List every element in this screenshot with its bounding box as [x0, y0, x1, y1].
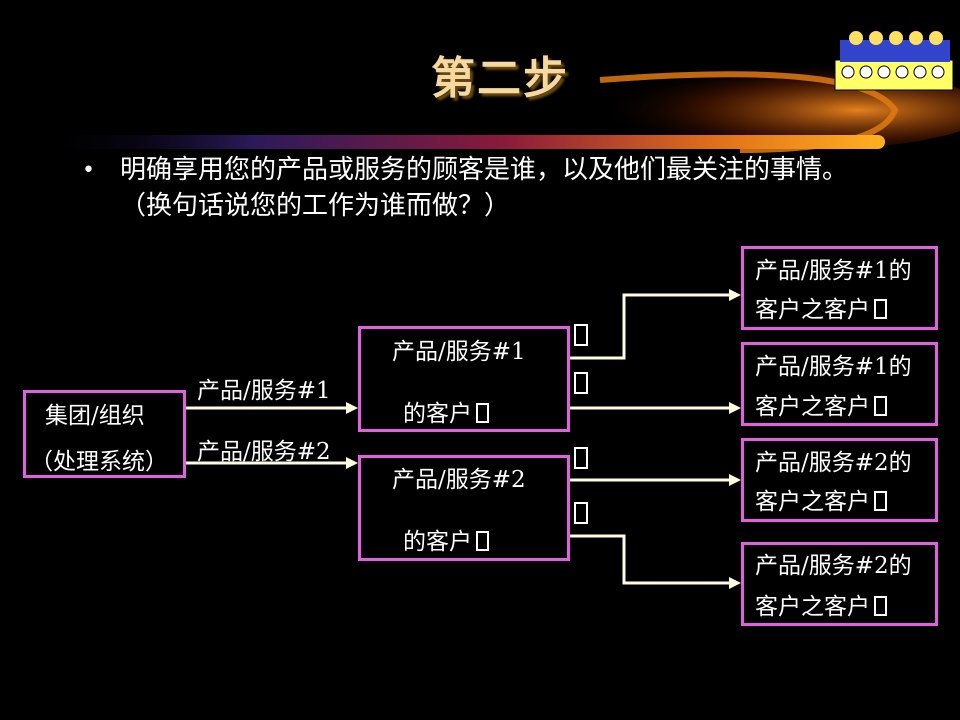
- arrowheads: [346, 289, 741, 589]
- end-customer-box-2: [741, 342, 938, 426]
- customer1-box: [358, 326, 570, 432]
- slide-title: 第二步: [431, 53, 569, 104]
- square-glyph-icon: [476, 403, 489, 423]
- end-customer-box-1: [741, 246, 938, 330]
- end-customer-4-label: 产品/服务#2的: [755, 553, 912, 579]
- square-glyph-icon: [574, 447, 588, 469]
- customer2-label: 产品/服务#2: [392, 467, 526, 493]
- end-customer-2-label: 产品/服务#1的: [755, 354, 912, 380]
- bullet-text: 明确享用您的产品或服务的顾客是谁，以及他们最关注的事情。（换句话说您的工作为谁而…: [120, 155, 849, 221]
- square-glyph-icon: [874, 299, 887, 319]
- connectors: [186, 293, 733, 585]
- end-customer-4-sublabel: 客户之客户: [755, 587, 887, 621]
- end-customer-3-label: 产品/服务#2的: [755, 450, 912, 476]
- end-customer-box-4: [741, 542, 938, 626]
- end-customer-1-sublabel: 客户之客户: [755, 290, 887, 324]
- arrow-c1-to-end1: [570, 293, 733, 360]
- flow-label-product1: 产品/服务#1: [197, 378, 331, 404]
- organization-box: [23, 390, 186, 478]
- square-glyph-icon: [574, 372, 588, 394]
- team-people-icon: [834, 31, 954, 91]
- end-customer-box-3: [741, 438, 938, 522]
- square-glyph-icon: [476, 531, 489, 551]
- end-customer-3-sublabel: 客户之客户: [755, 482, 887, 516]
- customer1-label: 产品/服务#1: [392, 339, 526, 365]
- square-glyph-icon: [574, 502, 588, 524]
- flow-label-product2: 产品/服务#2: [197, 439, 331, 465]
- end-customer-1-label: 产品/服务#1的: [755, 258, 912, 284]
- square-glyph-icon: [574, 324, 588, 346]
- bullet-marker: •: [82, 158, 95, 183]
- customer1-sublabel: 的客户: [403, 394, 489, 428]
- square-glyph-icon: [874, 396, 887, 416]
- organization-label: 集团/组织: [45, 403, 145, 429]
- swoosh-bar: [40, 135, 885, 149]
- customer2-sublabel: 的客户: [403, 522, 489, 556]
- end-customer-2-sublabel: 客户之客户: [755, 387, 887, 421]
- customer2-box: [358, 455, 570, 561]
- organization-sublabel: （处理系统）: [30, 449, 168, 475]
- square-glyph-icon: [874, 491, 887, 511]
- square-glyph-icon: [874, 596, 887, 616]
- arrow-c2-to-end4: [570, 534, 733, 585]
